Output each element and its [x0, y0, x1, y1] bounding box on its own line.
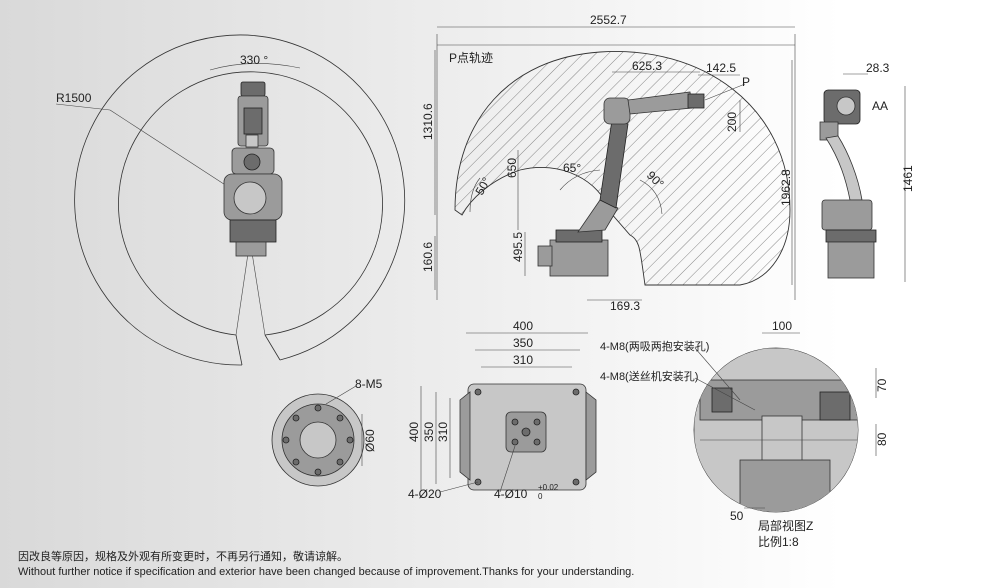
base-h400: 400	[407, 422, 421, 442]
dim-625: 625.3	[632, 59, 662, 73]
dim-1962: 1962.8	[779, 169, 793, 206]
dim-160: 160.6	[421, 242, 435, 272]
detail-content	[694, 348, 858, 512]
work-envelope	[454, 51, 791, 286]
hole10-tol-low: 0	[538, 492, 543, 501]
trajectory-label: P点轨迹	[449, 51, 493, 65]
hole10-label: 4-Ø10	[494, 487, 528, 501]
dim-142: 142.5	[706, 61, 736, 75]
dim-total-reach: 2552.7	[590, 13, 627, 27]
point-p-label: P	[742, 75, 750, 89]
flange-dia-label: Ø60	[363, 429, 377, 452]
inner-range-arc	[118, 71, 383, 336]
robot-front-view	[819, 89, 877, 279]
m8-b-label: 4-M8(送丝机安装孔)	[600, 369, 698, 383]
base-w350: 350	[513, 336, 533, 350]
hole20-label: 4-Ø20	[408, 487, 442, 501]
base-h350: 350	[422, 422, 436, 442]
dim-650: 650	[505, 158, 519, 178]
base-view: 400 350 310 400 350 310 4-Ø20 4-Ø10 +0.0…	[407, 319, 597, 501]
flange-bolts	[282, 404, 354, 476]
detail-title: 局部视图Z	[758, 518, 813, 533]
dim-495: 495.5	[511, 232, 525, 262]
m8-a-label: 4-M8(两吸两抱安装孔)	[600, 339, 709, 353]
notice-english: Without further notice if specification …	[18, 566, 635, 578]
front-view: 28.3 AA 1461	[819, 61, 915, 282]
detail-d100: 100	[772, 319, 792, 333]
robot-top-view	[223, 81, 283, 257]
dim-28: 28.3	[866, 61, 890, 75]
base-w310: 310	[513, 353, 533, 367]
outer-range-arc	[74, 34, 405, 366]
angle-65: 65°	[563, 161, 581, 175]
detail-scale: 比例1:8	[758, 535, 799, 549]
dim-200: 200	[725, 112, 739, 132]
detail-d50: 50	[730, 509, 744, 523]
angle-330-label: 330 °	[240, 53, 268, 67]
dim-1461: 1461	[901, 165, 915, 192]
robot-side-view	[537, 91, 705, 277]
notice-chinese: 因改良等原因，规格及外观有所变更时，不再另行通知，敬请谅解。	[18, 550, 348, 563]
hole10-tol-up: +0.02	[538, 483, 559, 492]
base-h310: 310	[436, 422, 450, 442]
dim-1310: 1310.6	[421, 103, 435, 140]
bolt-label: 8-M5	[355, 377, 383, 391]
radius-label: R1500	[56, 91, 92, 105]
detail-view: 4-M8(两吸两抱安装孔) 4-M8(送丝机安装孔) 100 70 80 50 …	[600, 319, 889, 549]
top-view: 330 ° R1500	[55, 34, 405, 366]
dim-169: 169.3	[610, 299, 640, 313]
base-w400: 400	[513, 319, 533, 333]
side-view: 2552.7 P点轨迹 1310.6 160.6 650 495.5 1962.…	[421, 13, 796, 313]
flange-view: 8-M5 Ø60	[271, 377, 383, 487]
detail-d80: 80	[875, 432, 889, 446]
detail-d70: 70	[875, 378, 889, 392]
aa-label: AA	[872, 99, 888, 113]
